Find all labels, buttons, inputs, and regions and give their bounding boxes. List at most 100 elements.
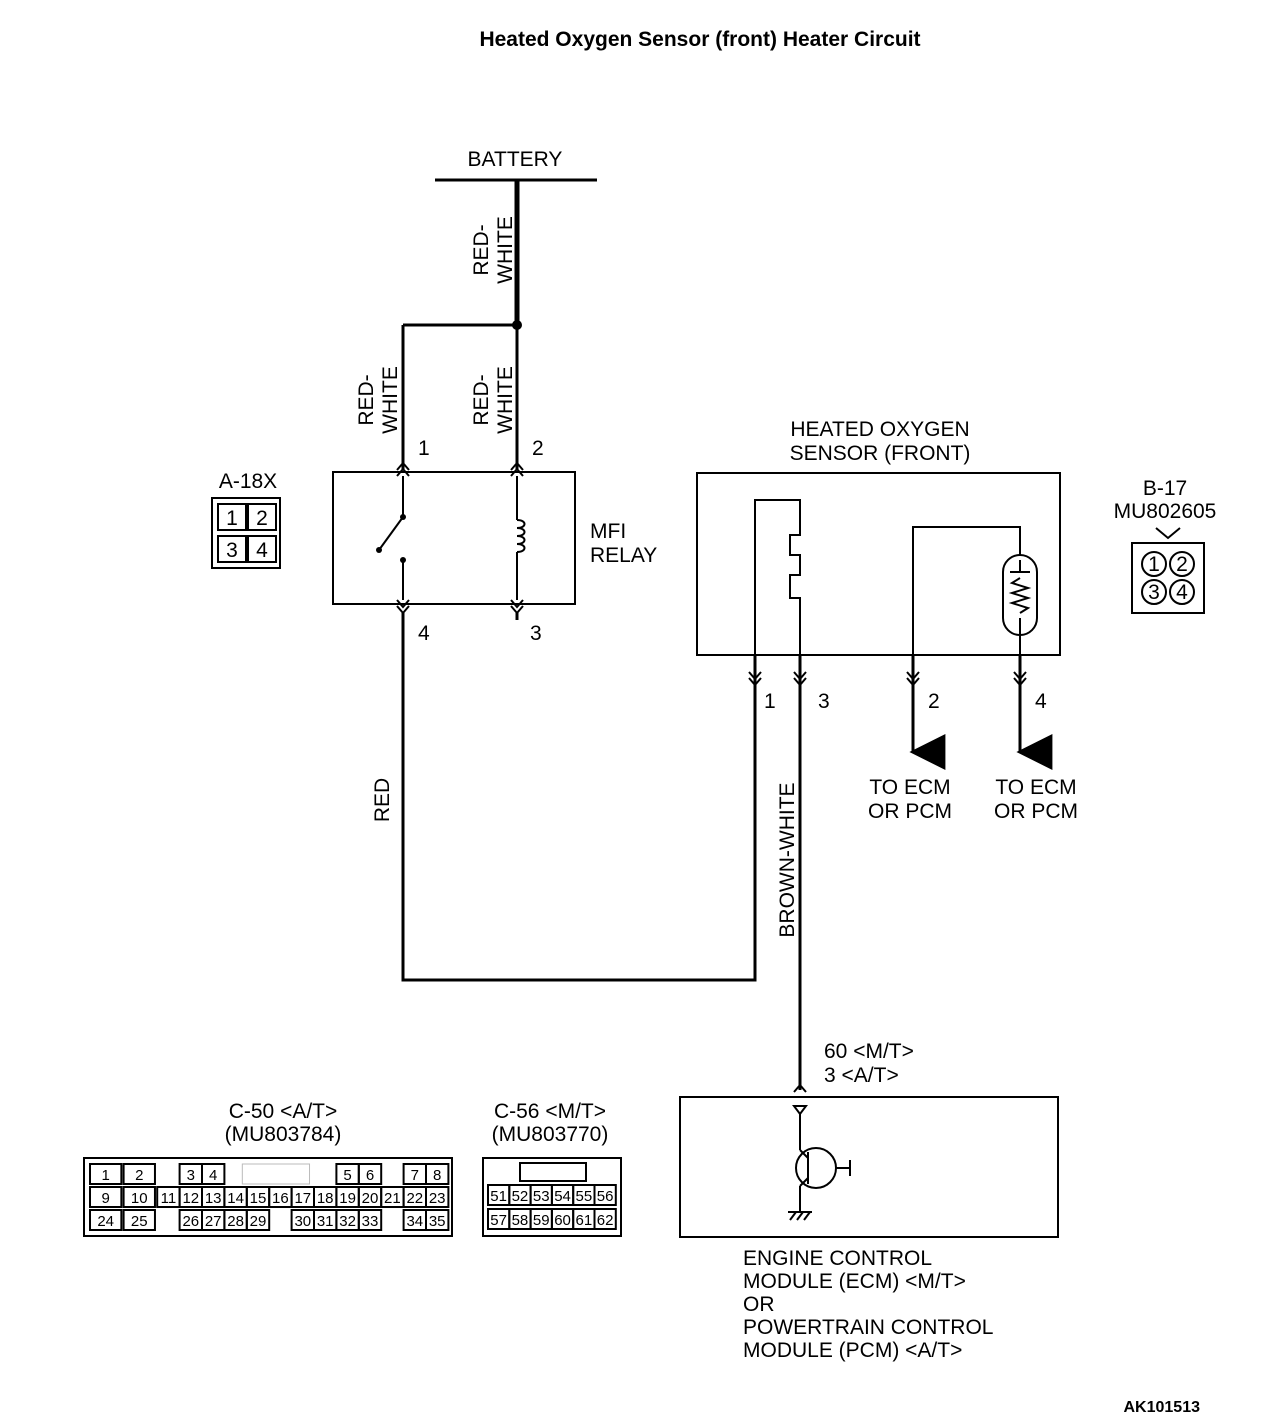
connector-pin-52: 52 [512,1188,529,1205]
connector-pin-30: 30 [294,1213,311,1230]
brown-white-wire-label: BROWN-WHITE [776,782,799,937]
battery-wire-label: RED- WHITE [470,216,517,284]
connector-pin-25: 25 [131,1213,148,1230]
connector-pin-16: 16 [272,1190,289,1207]
connector-pin-5: 5 [343,1167,351,1184]
to-ecm-a-line2: OR PCM [868,800,952,823]
connector-pin-19: 19 [339,1190,356,1207]
relay-pin2-number: 2 [532,437,544,460]
sensor-name-line2: SENSOR (FRONT) [790,442,971,465]
ecm-pin-terminal [793,1083,807,1093]
connector-pin-20: 20 [362,1190,379,1207]
relay-pin4-terminal [396,599,410,615]
b17-connector [1131,542,1205,614]
c50-title: C-50 <A/T> [229,1100,338,1123]
svg-text:RED-: RED- [355,374,378,425]
connector-pin-34: 34 [406,1213,423,1230]
ecm-caption-line4: POWERTRAIN CONTROL [743,1316,993,1339]
connector-pin-29: 29 [250,1213,267,1230]
connector-pin-10: 10 [131,1190,148,1207]
connector-pin-60: 60 [554,1212,571,1229]
relay-pin3-terminal [510,599,524,615]
oxygen-sensor-box [696,472,1061,656]
connector-pin-11: 11 [161,1190,177,1207]
connector-pin-18: 18 [317,1190,334,1207]
svg-text:RED-: RED- [470,224,493,275]
to-ecm-a-line1: TO ECM [869,776,950,799]
svg-text:1: 1 [226,507,238,530]
b17-key [1155,527,1181,540]
connector-pin-27: 27 [205,1213,222,1230]
sensor-name-line1: HEATED OXYGEN [790,418,969,441]
relay-pin4-number: 4 [418,622,430,645]
connector-pin-8: 8 [433,1167,441,1184]
connector-pin-4: 4 [209,1167,217,1184]
connector-pin-3: 3 [187,1167,195,1184]
relay-name-line2: RELAY [590,544,657,567]
connector-pin-2: 2 [135,1167,143,1184]
connector-pin-56: 56 [597,1188,614,1205]
to-ecm-b-line1: TO ECM [995,776,1076,799]
c56-title: C-56 <M/T> [494,1100,606,1123]
mfi-relay-box [332,471,576,605]
svg-text:WHITE: WHITE [379,366,402,434]
c50-blank-block [241,1163,311,1185]
connector-pin-51: 51 [490,1188,507,1205]
sensor-pin1-number: 1 [764,690,776,713]
connector-pin-26: 26 [182,1213,199,1230]
ecm-caption-line3: OR [743,1293,775,1316]
relay-name-line1: MFI [590,520,626,543]
ecm-transistor [795,1147,837,1189]
battery-label: BATTERY [468,148,563,171]
c56-part-number: (MU803770) [492,1123,609,1146]
sensor-pin1-terminal [748,671,762,687]
figure-code: AK101513 [1124,1399,1201,1416]
connector-pin-35: 35 [429,1213,446,1230]
connector-pin-21: 21 [384,1190,401,1207]
svg-text:2: 2 [256,507,268,530]
svg-text:RED: RED [371,778,394,822]
sensor-signal-wire [912,526,1021,655]
ecm-caption-line1: ENGINE CONTROL [743,1247,932,1270]
sensor-pin2-number: 2 [928,690,940,713]
relay-pin3-number: 3 [530,622,542,645]
to-ecm-b-line2: OR PCM [994,800,1078,823]
b17-label: B-17 [1143,477,1187,500]
diagram-title: Heated Oxygen Sensor (front) Heater Circ… [479,28,920,51]
connector-pin-55: 55 [576,1188,593,1205]
connector-pin-22: 22 [406,1190,423,1207]
connector-pin-6: 6 [366,1167,374,1184]
connector-pin-13: 13 [205,1190,222,1207]
a18x-label: A-18X [219,470,277,493]
heater-element [754,499,801,655]
connector-pin-58: 58 [512,1212,529,1229]
a18x-connector [211,497,281,569]
sensor-resistor [1008,577,1032,614]
connector-pin-32: 32 [339,1213,356,1230]
relay-pin2-terminal [510,461,524,477]
connector-pin-15: 15 [250,1190,267,1207]
ecm-caption-line5: MODULE (PCM) <A/T> [743,1339,962,1362]
connector-pin-53: 53 [533,1188,550,1205]
svg-text:4: 4 [256,539,268,562]
sensor-pin4-number: 4 [1035,690,1047,713]
connector-pin-14: 14 [227,1190,244,1207]
svg-text:1: 1 [1148,553,1160,576]
red-wire-label: RED [371,778,394,822]
connector-pin-23: 23 [429,1190,446,1207]
connector-pin-17: 17 [294,1190,311,1207]
ecm-caption-line2: MODULE (ECM) <M/T> [743,1270,966,1293]
ecm-pin-label-at: 3 <A/T> [824,1064,899,1087]
svg-text:BROWN-WHITE: BROWN-WHITE [776,782,799,937]
svg-text:RED-: RED- [470,374,493,425]
connector-pin-57: 57 [490,1212,507,1229]
connector-pin-59: 59 [533,1212,550,1229]
relay-switch-contact [378,516,404,551]
red-wire [401,613,757,982]
b17-part-number: MU802605 [1114,500,1217,523]
connector-pin-24: 24 [97,1213,114,1230]
connector-pin-54: 54 [554,1188,571,1205]
